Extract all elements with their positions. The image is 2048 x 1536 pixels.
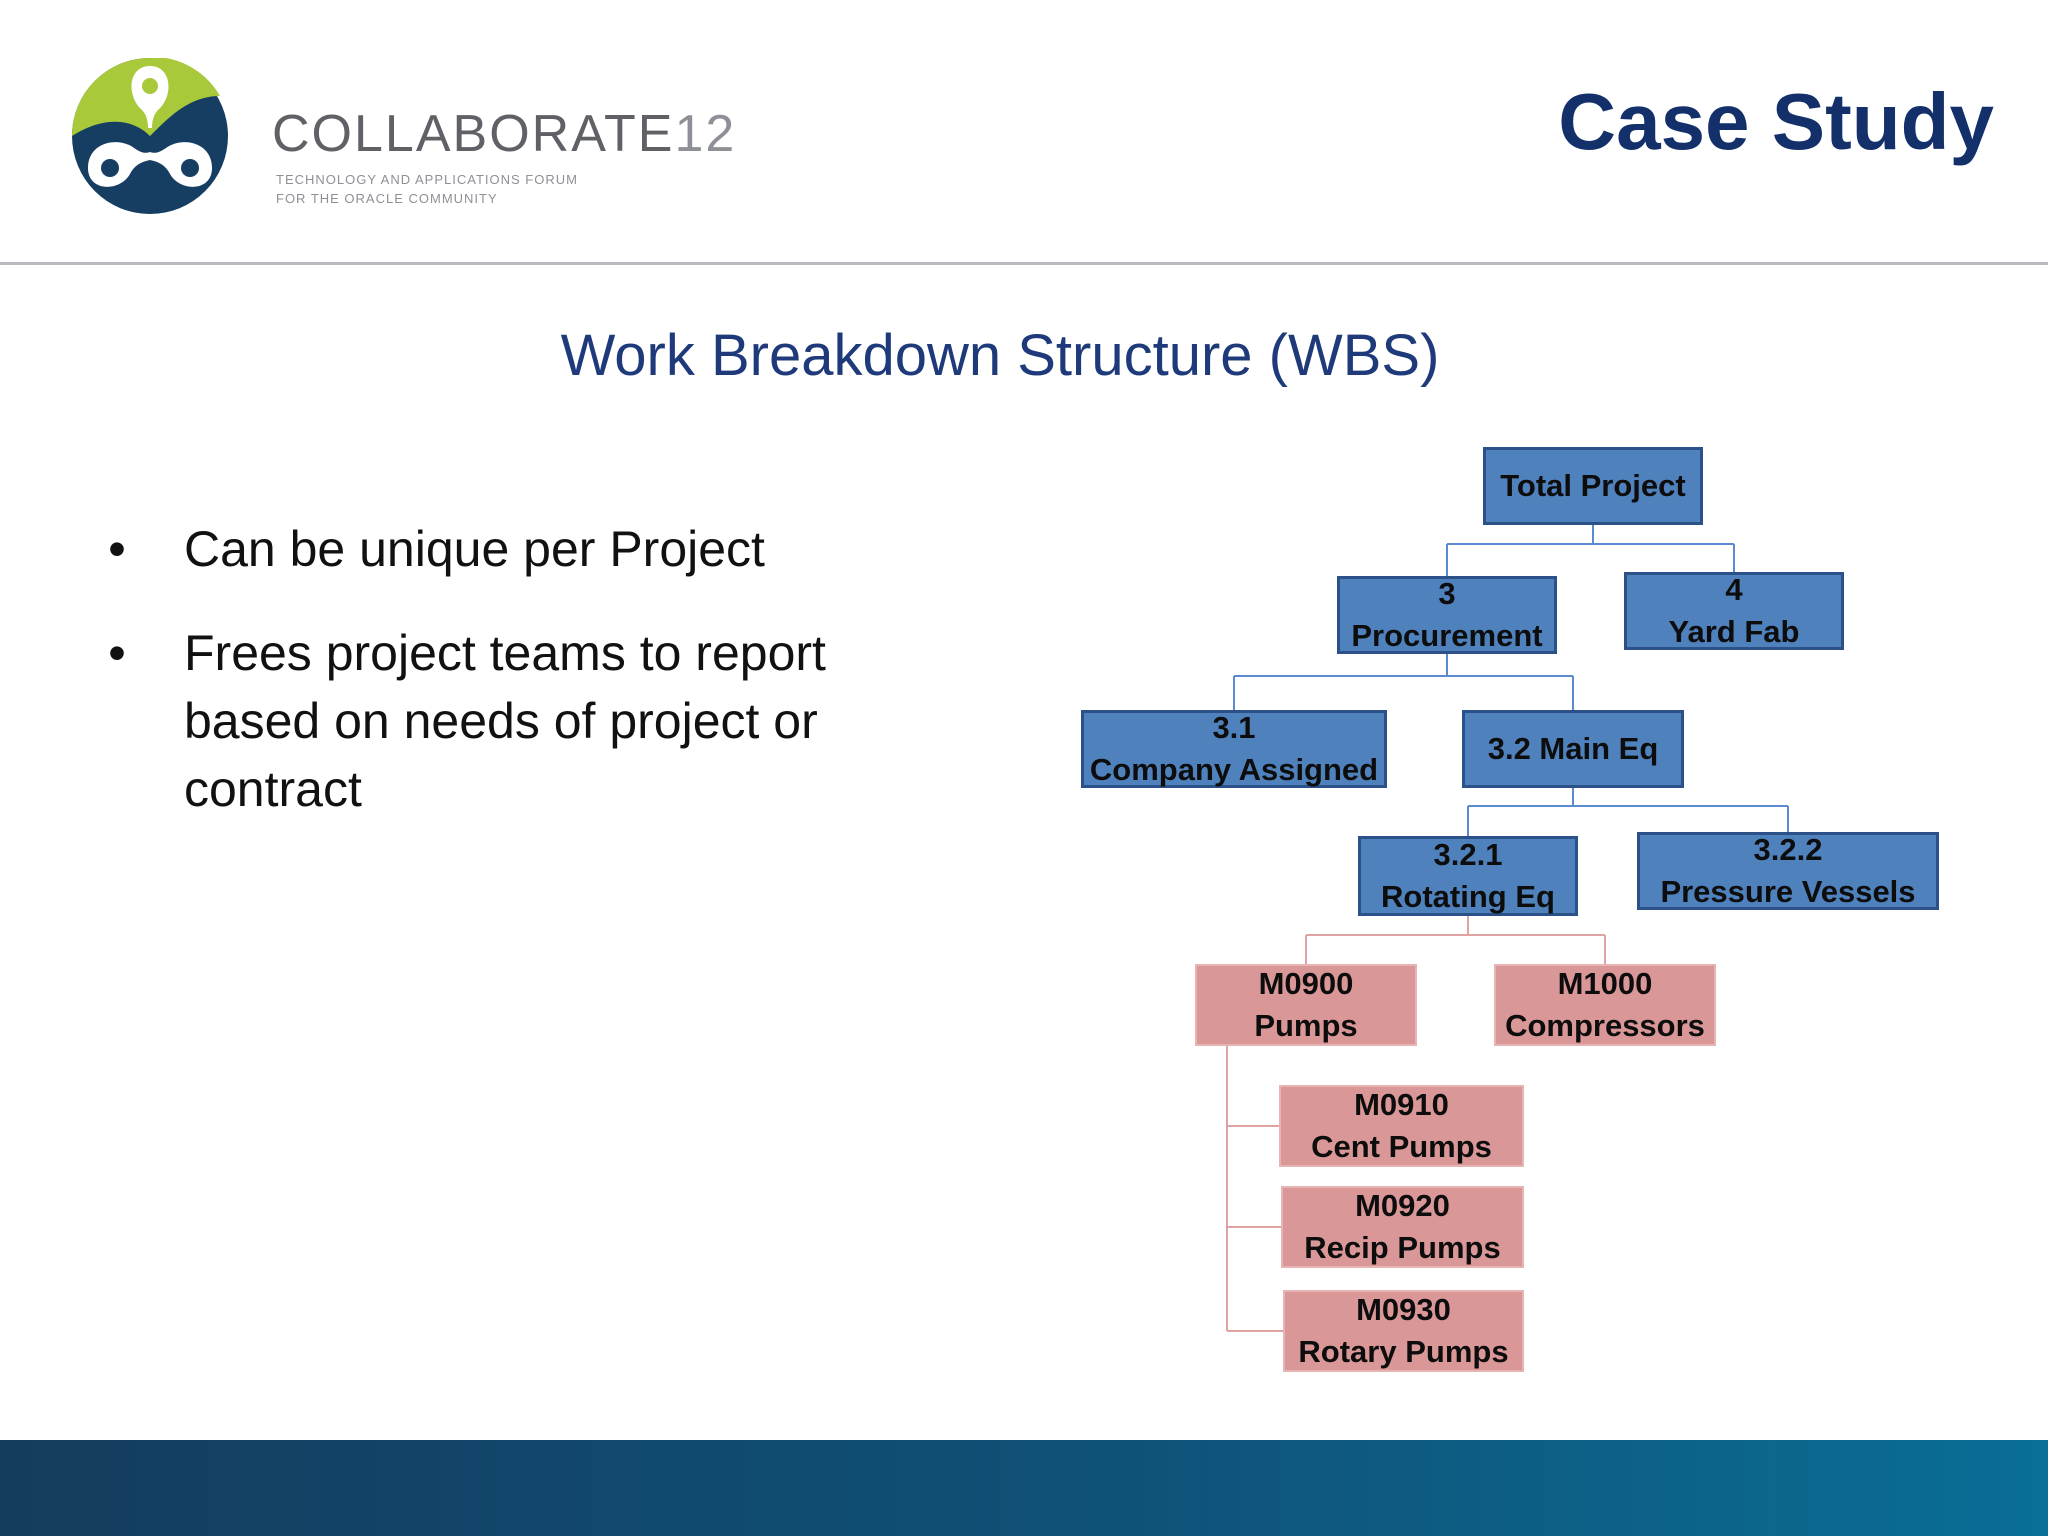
wbs-node-label: Company Assigned: [1089, 752, 1379, 787]
wbs-node-label: Compressors: [1505, 1008, 1705, 1043]
wbs-node-label: Recip Pumps: [1304, 1230, 1501, 1265]
wbs-node-main-eq: 3.2 Main Eq: [1462, 710, 1684, 788]
footer-band: [0, 1440, 2048, 1536]
bullet-dot: •: [108, 521, 126, 577]
wbs-node-label: Pumps: [1254, 1008, 1358, 1043]
bullet-item: • Can be unique per Project: [100, 515, 920, 583]
wbs-node-label: 3: [1438, 576, 1456, 611]
wbs-node-label: Rotating Eq: [1381, 879, 1555, 914]
wbs-node-label: Rotary Pumps: [1298, 1334, 1509, 1369]
wbs-node-total-project: Total Project: [1483, 447, 1703, 525]
wbs-node-label: M1000: [1557, 966, 1653, 1001]
header-divider: [0, 262, 2048, 265]
bullet-item: • Frees project teams to report based on …: [100, 619, 920, 823]
logo-tagline: TECHNOLOGY AND APPLICATIONS FORUM FOR TH…: [276, 172, 578, 206]
wbs-node-label: Pressure Vessels: [1660, 874, 1916, 909]
wbs-node-label: 3.2.1: [1433, 837, 1503, 872]
wbs-node-label: M0920: [1355, 1188, 1450, 1223]
wbs-node-label: 3.2.2: [1753, 832, 1823, 867]
wbs-node-label: M0930: [1356, 1292, 1451, 1327]
wbs-node-label: M0910: [1354, 1087, 1449, 1122]
bullet-list: • Can be unique per Project • Frees projec…: [100, 515, 920, 859]
wbs-node-label: Yard Fab: [1668, 614, 1800, 649]
bullet-text: Frees project teams to report based on n…: [184, 625, 826, 817]
wbs-node-label: Cent Pumps: [1311, 1129, 1492, 1164]
bullet-text: Can be unique per Project: [184, 521, 765, 577]
collaborate-logo-icon: [72, 58, 228, 214]
wbs-node-label: Procurement: [1351, 618, 1543, 653]
logo-wordmark: COLLABORATE12: [272, 105, 737, 163]
wbs-node-label: Total Project: [1500, 468, 1686, 503]
bullet-dot: •: [108, 625, 126, 681]
wbs-node-label: 4: [1725, 572, 1743, 607]
page-title: Case Study: [1558, 77, 1994, 166]
slide-header: COLLABORATE12 TECHNOLOGY AND APPLICATION…: [0, 0, 2048, 262]
wbs-node-label: M0900: [1258, 966, 1354, 1001]
wbs-node-label: 3.2 Main Eq: [1487, 731, 1659, 766]
wbs-node-label: 3.1: [1212, 710, 1256, 745]
slide-heading: Work Breakdown Structure (WBS): [560, 323, 1440, 388]
